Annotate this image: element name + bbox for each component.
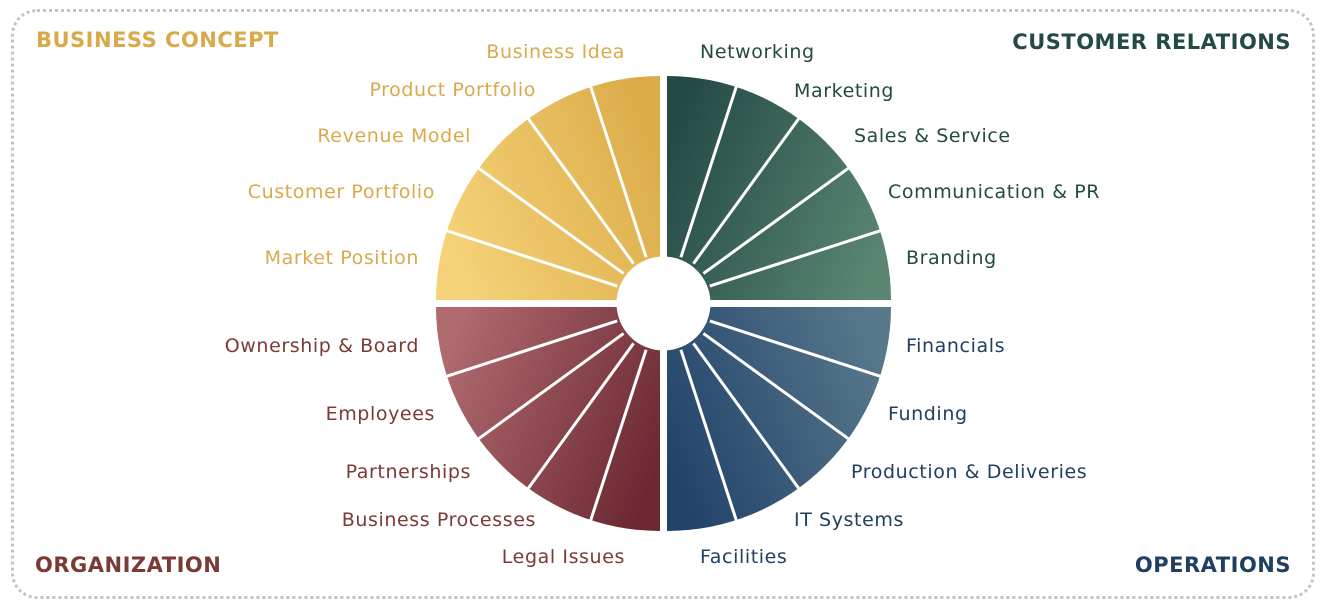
segment-label-product-portfolio: Product Portfolio (369, 79, 536, 101)
slice-separator (588, 84, 648, 258)
quadrant-fill (436, 76, 660, 300)
segment-label-legal-issues: Legal Issues (501, 546, 625, 568)
segment-label-branding: Branding (906, 247, 997, 269)
wheel-slices (436, 76, 891, 531)
quadrant-customer-relations (667, 76, 891, 300)
segment-label-sales-service: Sales & Service (854, 125, 1011, 147)
segment-label-ownership-board: Ownership & Board (224, 335, 419, 357)
segment-label-partnerships: Partnerships (345, 461, 471, 483)
segment-label-business-processes: Business Processes (341, 509, 536, 531)
slice-separator (444, 228, 618, 288)
segment-label-it-systems: IT Systems (794, 509, 904, 531)
slice-separator (525, 342, 635, 491)
quadrant-fill (436, 307, 660, 531)
slice-separator (702, 165, 851, 275)
segment-label-funding: Funding (888, 403, 968, 425)
slice-separator (709, 319, 883, 379)
quadrant-title-customer-relations: CUSTOMER RELATIONS (1012, 30, 1291, 54)
segment-label-facilities: Facilities (700, 546, 788, 568)
segment-label-networking: Networking (700, 41, 815, 63)
quadrant-title-operations: OPERATIONS (1134, 553, 1291, 577)
quadrant-title-business-concept: BUSINESS CONCEPT (36, 28, 279, 52)
quadrant-title-organization: ORGANIZATION (35, 553, 222, 577)
slice-separator (588, 349, 648, 523)
center-hole (616, 256, 711, 351)
segment-label-communication-pr: Communication & PR (888, 181, 1101, 203)
quadrant-organization (436, 307, 660, 531)
segment-label-production-deliveries: Production & Deliveries (851, 461, 1088, 483)
quadrant-fill (667, 76, 891, 300)
segment-label-business-idea: Business Idea (486, 41, 625, 63)
slice-separator (679, 84, 739, 258)
quadrant-business-concept (436, 76, 660, 300)
segment-label-revenue-model: Revenue Model (317, 125, 471, 147)
slice-separator (702, 332, 851, 442)
slice-separator (679, 349, 739, 523)
segment-label-marketing: Marketing (794, 80, 895, 102)
quadrant-operations (667, 307, 891, 531)
quadrant-fill (667, 307, 891, 531)
slice-separator (692, 342, 802, 491)
slice-separator (525, 116, 635, 265)
slice-separator (476, 332, 625, 442)
segment-label-market-position: Market Position (264, 247, 419, 269)
slice-separator (709, 228, 883, 288)
slice-separator (692, 116, 802, 265)
segment-label-financials: Financials (906, 335, 1006, 357)
slice-separator (476, 165, 625, 275)
segment-label-employees: Employees (325, 403, 435, 425)
segment-label-customer-portfolio: Customer Portfolio (247, 181, 435, 203)
slice-separator (444, 319, 618, 379)
dotted-frame (11, 9, 1315, 599)
